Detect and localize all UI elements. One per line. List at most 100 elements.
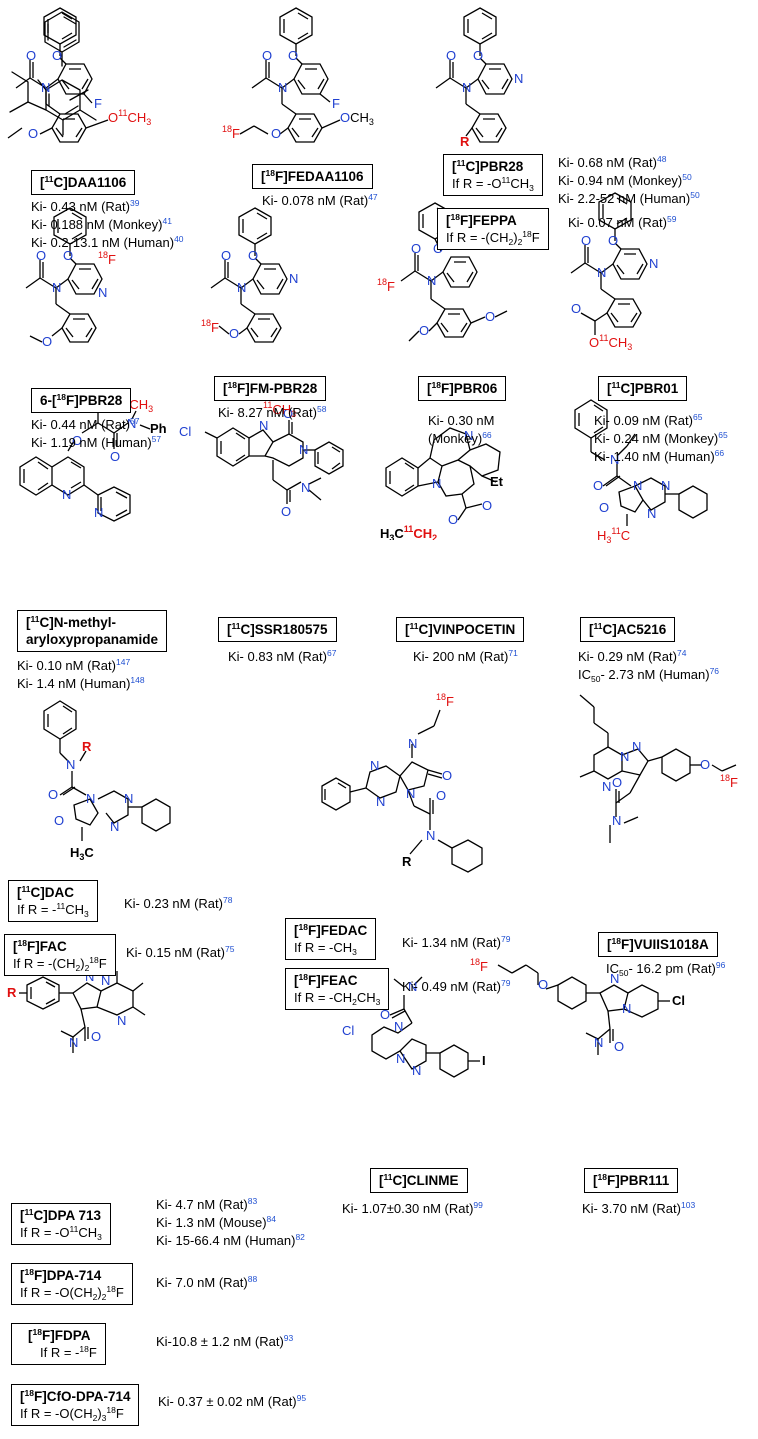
atom-o: O — [482, 498, 492, 513]
label-fedac: [18F]FEDAC If R = -CH3 — [285, 918, 377, 960]
label-dpa713: [11C]DPA 713 If R = -O11CH3 — [11, 1203, 111, 1245]
values-dpa714: Ki- 7.0 nM (Rat)88 — [156, 1274, 258, 1290]
atom-i: I — [482, 1053, 486, 1068]
atom-n: N — [85, 969, 94, 984]
atom-n: N — [94, 505, 103, 520]
atom-n: N — [396, 1051, 405, 1066]
label-fac: [18F]FAC If R = -(CH2)218F — [4, 934, 116, 976]
label-vinpocetin: [11C]VINPOCETIN — [396, 617, 525, 642]
atom-o: O — [411, 241, 421, 256]
structure-dac: N R O N O N N H3C — [43, 700, 171, 862]
structure-pbr28: O N O N R — [435, 7, 523, 149]
atom-o: O — [448, 512, 458, 527]
values-vinpocetin: Ki- 200 nM (Rat)71 — [413, 648, 518, 664]
atom-n: N — [124, 791, 133, 806]
atom-n: N — [612, 813, 621, 828]
structure-pbr01: O N O N O O11CH3 — [570, 192, 658, 352]
values-fedac: Ki- 1.34 nM (Rat)79 — [402, 934, 511, 950]
atom-o: O — [229, 326, 239, 341]
atom-n: N — [514, 71, 523, 86]
atom-n: N — [661, 478, 670, 493]
atom-o: O — [485, 309, 495, 324]
atom-o: O — [72, 433, 82, 448]
atom-n: N — [594, 1035, 603, 1050]
structure-pbr111: O N N O N Cl 18F — [470, 957, 685, 1055]
atom-r: R — [82, 739, 92, 754]
values-dpa713: Ki- 4.7 nM (Rat)83 Ki- 1.3 nM (Mouse)84 … — [156, 1196, 305, 1248]
atom-cl: Cl — [672, 993, 685, 1008]
atom-o: O — [700, 757, 710, 772]
atom-o: O — [271, 126, 281, 141]
atom-n: N — [464, 428, 473, 443]
atom-och3: O11CH3 — [108, 108, 151, 127]
atom-o: O — [380, 1007, 390, 1022]
atom-o: O — [63, 248, 73, 263]
structure-daa1106 — [9, 11, 97, 136]
values-vuiis1018a: IC50- 16.2 pm (Rat)96 — [606, 960, 726, 978]
atom-n: N — [117, 1013, 126, 1028]
atom-r: R — [460, 134, 470, 149]
values-n-methyl-aryloxypropanamide: Ki- 0.10 nM (Rat)147 Ki- 1.4 nM (Human)1… — [17, 657, 145, 691]
values-6-pbr28: Ki- 0.44 nM (Rat)57 Ki- 1.19 nM (Human)5… — [31, 416, 162, 450]
values-ssr180575: Ki- 0.83 nM (Rat)67 — [228, 648, 337, 664]
atom-o: O — [221, 248, 231, 263]
atom-o: O — [538, 977, 548, 992]
atom-o: O — [436, 788, 446, 803]
atom-n: N — [394, 1019, 403, 1034]
atom-r: R — [7, 985, 17, 1000]
atom-o: O — [110, 449, 120, 464]
atom-h3c-ch2: H3C11CH2 — [380, 524, 437, 540]
values-fm-pbr28: Ki- 8.27 nM (Rat)58 — [218, 404, 327, 420]
atom-n: N — [632, 739, 641, 754]
atom-o: O — [54, 813, 64, 828]
structure-clinme: Cl N O N N N I H311C — [342, 973, 486, 1078]
values-pbr01: Ki- 0.09 nM (Rat)65 Ki- 0.24 nM (Monkey)… — [594, 412, 728, 464]
structure-fedac: N O N N N O N R 18F — [321, 692, 483, 873]
atom-n: N — [597, 265, 606, 280]
structure-vuiis1018a: N N N O O N 18F — [579, 694, 738, 843]
atom-18f: 18F — [470, 957, 488, 974]
atom-cl: Cl — [342, 1023, 354, 1038]
atom-n: N — [406, 786, 415, 801]
atom-18f: 18F — [377, 277, 395, 294]
atom-n: N — [299, 442, 308, 457]
atom-ph: Ph — [150, 421, 167, 436]
atom-n: N — [98, 285, 107, 300]
label-fdpa: [18F]FDPA If R = -18F — [11, 1323, 106, 1365]
atom-n: N — [649, 256, 658, 271]
atom-o: O — [581, 233, 591, 248]
atom-n: N — [622, 1001, 631, 1016]
values-pbr06: Ki- 0.30 nM (Monkey)66 — [428, 413, 495, 446]
atom-o: O — [26, 48, 36, 63]
atom-och3-plain: OCH3 — [340, 110, 374, 127]
atom-n: N — [237, 280, 246, 295]
atom-o: O — [48, 787, 58, 802]
atom-18f: 18F — [201, 318, 219, 335]
values-feac: Ki- 0.49 nM (Rat)79 — [402, 978, 511, 994]
atom-o: O — [593, 478, 603, 493]
label-pbr01: [11C]PBR01 — [598, 376, 688, 401]
label-pbr111: [18F]PBR111 — [584, 1168, 679, 1193]
label-clinme: [11C]CLINME — [370, 1168, 468, 1193]
values-clinme: Ki- 1.07±0.30 nM (Rat)99 — [342, 1200, 483, 1216]
values-feppa: Ki- 0.07 nM (Rat)59 — [568, 214, 677, 230]
atom-n: N — [408, 736, 417, 751]
atom-n: N — [462, 80, 471, 95]
atom-o: O — [419, 323, 429, 338]
atom-o: O — [614, 1039, 624, 1054]
atom-n: N — [86, 791, 95, 806]
atom-n: N — [101, 973, 110, 988]
atom-n: N — [110, 819, 119, 834]
values-fac: Ki- 0.15 nM (Rat)75 — [126, 944, 235, 960]
atom-n: N — [426, 828, 435, 843]
label-cfo-dpa714: [18F]CfO-DPA-714 If R = -O(CH2)318F — [11, 1384, 140, 1426]
atom-18f: 18F — [720, 773, 738, 790]
label-daa1106: [11C]DAA1106 — [31, 170, 136, 195]
atom-18f: 18F — [436, 692, 454, 709]
atom-18f: 18F — [222, 124, 240, 141]
atom-o: O — [283, 406, 293, 421]
atom-h3c: H3C — [70, 845, 94, 862]
structure-vinpocetin: N N O O Et H3C11CH2 — [380, 427, 504, 540]
